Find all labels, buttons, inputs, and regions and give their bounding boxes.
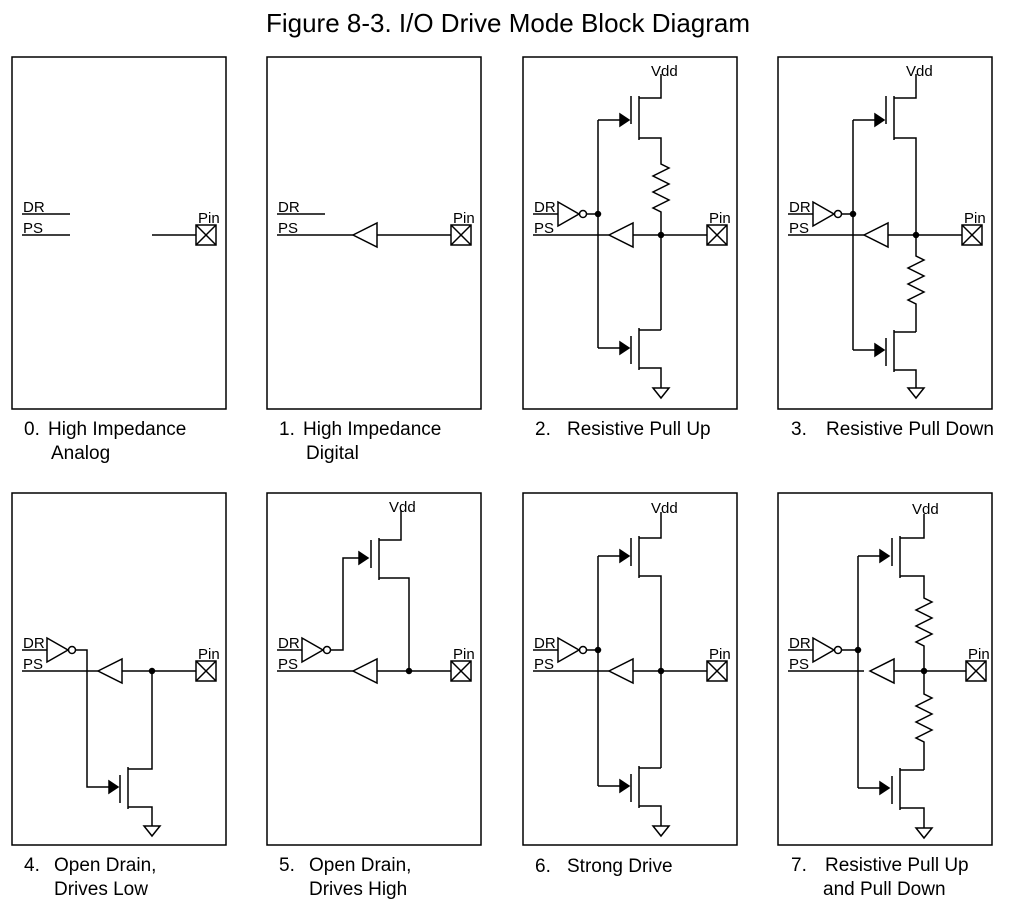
pin-label: Pin	[964, 210, 986, 227]
panel-0-high-impedance-analog: DR PS Pin	[11, 56, 227, 410]
pmos-gate-arrow-icon	[619, 112, 631, 128]
pmos-gate-arrow-icon	[879, 548, 891, 564]
vdd-label: Vdd	[389, 499, 416, 516]
pulldown-resistor-icon	[914, 671, 934, 770]
inverter-icon	[557, 636, 581, 664]
ps-label: PS	[23, 656, 43, 673]
pmos-gate-arrow-icon	[358, 550, 370, 566]
caption-panel-5: 5.Open Drain, Drives High	[279, 855, 412, 900]
nmos-gate-arrow-icon	[619, 340, 631, 356]
panel-4-open-drain-drives-low: DR PS Pin	[11, 492, 227, 846]
pin-icon	[450, 224, 472, 246]
pin-label: Pin	[709, 210, 731, 227]
dr-label: DR	[23, 199, 45, 216]
pullup-resistor-icon	[914, 594, 934, 671]
inverter-icon	[812, 636, 836, 664]
ground-icon	[142, 825, 162, 838]
pmos-gate-arrow-icon	[619, 548, 631, 564]
dr-label: DR	[23, 635, 45, 652]
pin-icon	[195, 660, 217, 682]
dr-label: DR	[534, 635, 556, 652]
pulldown-resistor-icon	[906, 235, 926, 332]
input-buffer-icon	[351, 657, 378, 685]
pin-label: Pin	[968, 646, 990, 663]
nmos-gate-arrow-icon	[108, 779, 120, 795]
ground-icon	[651, 387, 671, 400]
caption-panel-1: 1.High Impedance Digital	[279, 419, 442, 464]
inverter-icon	[812, 200, 836, 228]
input-buffer-icon	[607, 657, 634, 685]
pin-label: Pin	[709, 646, 731, 663]
ps-label: PS	[534, 220, 554, 237]
dr-label: DR	[278, 635, 300, 652]
pin-icon	[706, 224, 728, 246]
panel-5-open-drain-drives-high: DR PS Pin Vdd	[266, 492, 482, 846]
caption-panel-3: 3.Resistive Pull Down	[791, 419, 994, 440]
vdd-label: Vdd	[912, 501, 939, 518]
panel-7-resistive-pull-up-and-pull-down: DR PS Pin Vdd	[777, 492, 993, 846]
vdd-label: Vdd	[651, 63, 678, 80]
dr-label: DR	[278, 199, 300, 216]
panel-3-resistive-pull-down: DR PS Pin Vdd	[777, 56, 993, 410]
pin-label: Pin	[198, 210, 220, 227]
dr-label: DR	[534, 199, 556, 216]
caption-panel-6: 6.Strong Drive	[535, 856, 673, 877]
caption-panel-0: 0.High Impedance Analog	[24, 419, 187, 464]
pin-icon	[961, 224, 983, 246]
pin-icon	[965, 660, 987, 682]
nmos-gate-arrow-icon	[619, 778, 631, 794]
input-buffer-icon	[607, 221, 634, 249]
ps-label: PS	[789, 656, 809, 673]
pin-icon	[706, 660, 728, 682]
inverter-icon	[557, 200, 581, 228]
pin-label: Pin	[453, 646, 475, 663]
ps-label: PS	[23, 220, 43, 237]
pmos-gate-arrow-icon	[874, 112, 886, 128]
input-buffer-icon	[96, 657, 123, 685]
pin-icon	[450, 660, 472, 682]
ps-label: PS	[278, 220, 298, 237]
ps-label: PS	[534, 656, 554, 673]
ground-icon	[651, 825, 671, 838]
pin-icon	[195, 224, 217, 246]
inverter-icon	[46, 636, 70, 664]
caption-panel-7: 7.Resistive Pull Up and Pull Down	[791, 855, 969, 900]
caption-panel-2: 2.Resistive Pull Up	[535, 419, 711, 440]
ps-label: PS	[789, 220, 809, 237]
vdd-label: Vdd	[651, 500, 678, 517]
pin-label: Pin	[453, 210, 475, 227]
panel-1-high-impedance-digital: DR PS Pin	[266, 56, 482, 410]
figure-title: Figure 8-3. I/O Drive Mode Block Diagram	[265, 8, 751, 38]
panel-2-resistive-pull-up: DR PS Pin Vdd	[522, 56, 738, 410]
ps-label: PS	[278, 656, 298, 673]
pin-label: Pin	[198, 646, 220, 663]
input-buffer-icon	[868, 657, 895, 685]
input-buffer-icon	[351, 221, 378, 249]
dr-label: DR	[789, 635, 811, 652]
panel-6-strong-drive: DR PS Pin Vdd	[522, 492, 738, 846]
caption-panel-4: 4.Open Drain, Drives Low	[24, 855, 157, 900]
ground-icon	[914, 827, 934, 840]
nmos-gate-arrow-icon	[879, 780, 891, 796]
inverter-icon	[301, 636, 325, 664]
ground-icon	[906, 387, 926, 400]
input-buffer-icon	[862, 221, 889, 249]
vdd-label: Vdd	[906, 63, 933, 80]
dr-label: DR	[789, 199, 811, 216]
nmos-gate-arrow-icon	[874, 342, 886, 358]
pullup-resistor-icon	[651, 158, 671, 235]
